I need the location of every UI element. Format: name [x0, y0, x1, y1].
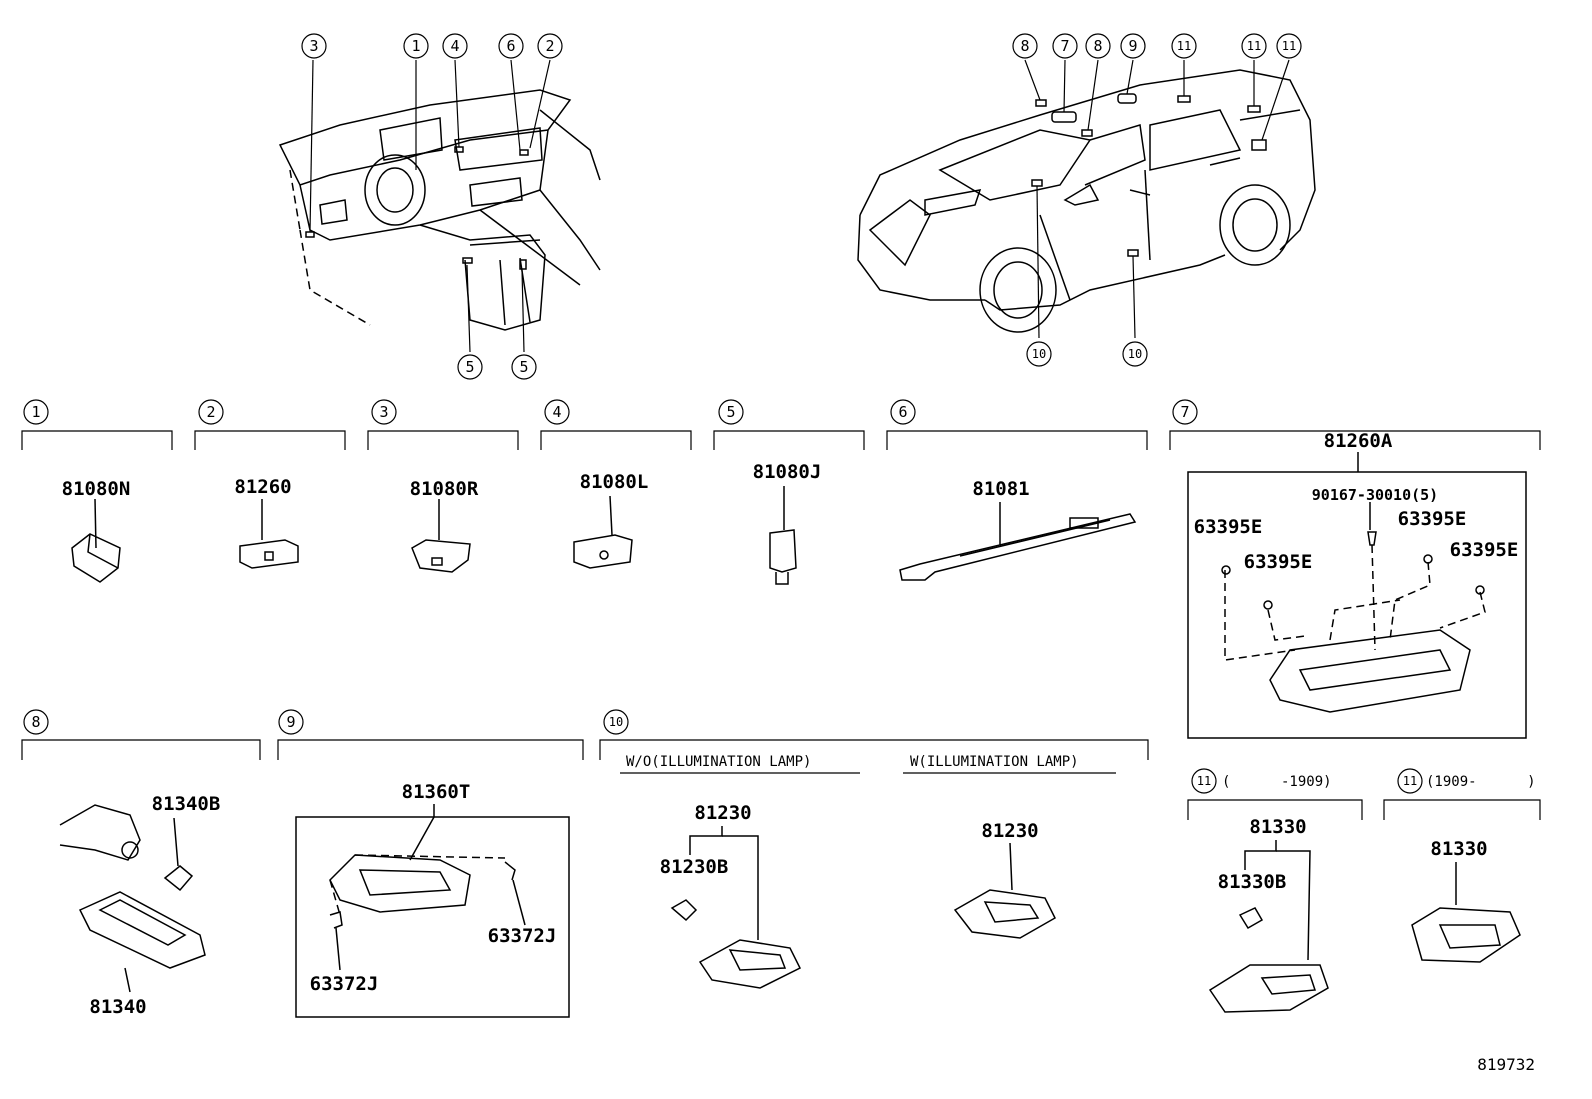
- note-from-1909: (1909- ): [1426, 774, 1536, 790]
- callout-10: 10: [1032, 347, 1046, 361]
- part-number-81080J: 81080J: [753, 461, 822, 483]
- section-9-label: 9: [286, 713, 295, 731]
- callout-3: 3: [309, 37, 318, 55]
- section-2-label: 2: [206, 403, 215, 421]
- section-8-label: 8: [31, 713, 40, 731]
- section-11b-label: 11: [1403, 774, 1417, 788]
- note-with-illumination: W(ILLUMINATION LAMP): [910, 754, 1079, 770]
- part-81230-wo-drawing: [670, 826, 802, 989]
- part-number-81230: 81230: [694, 802, 751, 824]
- callout-circles: [23, 33, 1423, 794]
- callout-6: 6: [506, 37, 515, 55]
- part-number-81080L: 81080L: [580, 471, 649, 493]
- part-number-63395E: 63395E: [1244, 551, 1313, 573]
- vehicle-illustration: [857, 69, 1316, 333]
- part-81080L-drawing: [573, 495, 633, 569]
- section-4-label: 4: [552, 403, 561, 421]
- callout-5: 5: [519, 358, 528, 376]
- callout-8: 8: [1093, 37, 1102, 55]
- part-81080R-drawing: [411, 499, 471, 573]
- part-number-81230B: 81230B: [660, 856, 729, 878]
- callout-5: 5: [465, 358, 474, 376]
- part-number-81080R: 81080R: [410, 478, 479, 500]
- part-number-81080N: 81080N: [62, 478, 131, 500]
- callout-9: 9: [1128, 37, 1137, 55]
- section-6-label: 6: [898, 403, 907, 421]
- variant-notes: W/O(ILLUMINATION LAMP) W(ILLUMINATION LA…: [626, 754, 1536, 790]
- part-81330-late-drawing: [1411, 862, 1521, 963]
- section-9-box: [295, 816, 570, 1018]
- part-number-81340: 81340: [89, 996, 146, 1018]
- part-number-63395E: 63395E: [1398, 508, 1467, 530]
- part-81230-w-drawing: [953, 842, 1056, 939]
- section-5-label: 5: [726, 403, 735, 421]
- part-81080N-drawing: [71, 498, 121, 583]
- callout-1: 1: [411, 37, 420, 55]
- part-number-81340B: 81340B: [152, 793, 221, 815]
- section-7-label: 7: [1180, 403, 1189, 421]
- part-number-90167: 90167-30010(5): [1312, 486, 1438, 504]
- callout-11: 11: [1177, 39, 1191, 53]
- note-until-1909: ( -1909): [1222, 774, 1332, 790]
- part-number-63372J: 63372J: [488, 925, 557, 947]
- part-number-81260: 81260: [234, 476, 291, 498]
- part-number-81230: 81230: [981, 820, 1038, 842]
- callout-8: 8: [1020, 37, 1029, 55]
- part-number-81360T: 81360T: [402, 781, 471, 803]
- part-numbers: 81080N 81260 81080R 81080L 81080J 81081 …: [62, 430, 1519, 1018]
- dashboard-illustration: [278, 89, 601, 331]
- part-number-81330B: 81330B: [1218, 871, 1287, 893]
- section-10-label: 10: [609, 715, 623, 729]
- section-1-label: 1: [31, 403, 40, 421]
- part-81260A-drawing: [1221, 452, 1486, 713]
- part-number-81330: 81330: [1249, 816, 1306, 838]
- section-7-box: [1187, 471, 1527, 739]
- part-81340-drawing: [59, 804, 206, 993]
- callout-4: 4: [450, 37, 459, 55]
- section-3-label: 3: [379, 403, 388, 421]
- part-number-81330: 81330: [1430, 838, 1487, 860]
- part-81360T-drawing: [329, 804, 526, 971]
- part-81260-drawing: [239, 499, 299, 569]
- part-81080J-drawing: [769, 486, 797, 585]
- part-number-81260A: 81260A: [1324, 430, 1393, 452]
- part-number-63395E: 63395E: [1194, 516, 1263, 538]
- note-without-illumination: W/O(ILLUMINATION LAMP): [626, 754, 811, 770]
- callout-11: 11: [1282, 39, 1296, 53]
- callout-2: 2: [545, 37, 554, 55]
- part-number-63372J: 63372J: [310, 973, 379, 995]
- callout-numbers: 3 1 4 6 2 5 5 8 7 8 9 11 11 11 10 10 1 2…: [31, 37, 1417, 788]
- diagram-reference-number: 819732: [1477, 1055, 1535, 1074]
- part-number-81081: 81081: [972, 478, 1029, 500]
- part-81330-early-drawing: [1208, 840, 1329, 1013]
- part-81081-drawing: [899, 502, 1137, 581]
- leader-lines-dashboard: [309, 59, 551, 353]
- leader-lines-vehicle: [1024, 59, 1290, 339]
- section-brackets: [21, 430, 1541, 820]
- callout-10: 10: [1128, 347, 1142, 361]
- part-number-63395E: 63395E: [1450, 539, 1519, 561]
- section-11a-label: 11: [1197, 774, 1211, 788]
- callout-7: 7: [1060, 37, 1069, 55]
- callout-11: 11: [1247, 39, 1261, 53]
